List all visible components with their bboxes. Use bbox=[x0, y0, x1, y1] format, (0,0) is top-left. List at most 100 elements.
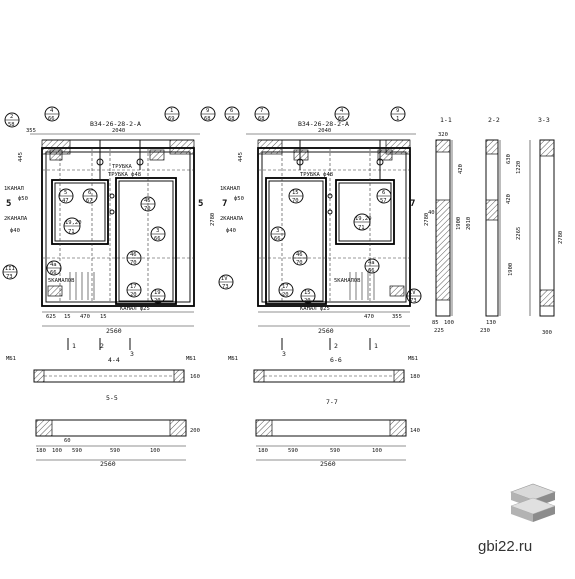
dim-1220: 1220 bbox=[516, 161, 522, 174]
svg-text:66: 66 bbox=[154, 236, 161, 242]
svg-text:20: 20 bbox=[304, 298, 311, 304]
dim-180-c: 180 bbox=[258, 448, 268, 454]
dim-320: 320 bbox=[438, 132, 448, 138]
svg-text:19,20: 19,20 bbox=[355, 216, 372, 222]
dim-590-b: 590 bbox=[110, 448, 120, 454]
section-marker-5-right: 5 bbox=[198, 199, 203, 209]
svg-text:IV: IV bbox=[409, 290, 416, 296]
dim-140: 140 bbox=[410, 428, 420, 434]
dim-180-b: 180 bbox=[36, 448, 46, 454]
svg-text:III: III bbox=[5, 266, 15, 272]
callout-c2: 466 bbox=[44, 106, 60, 122]
dim-2040-left: 2040 bbox=[112, 128, 125, 134]
label-canal-5-right: 5КАНАЛОВ bbox=[334, 278, 361, 284]
section-title-4-4: 4-4 bbox=[108, 356, 120, 364]
svg-text:4: 4 bbox=[50, 108, 54, 114]
callout-c24: 19,20 71 bbox=[63, 217, 82, 235]
svg-text:6: 6 bbox=[88, 190, 91, 196]
svg-text:19: 19 bbox=[154, 290, 161, 296]
callout-c4: 968 bbox=[200, 106, 216, 122]
svg-text:45: 45 bbox=[144, 198, 151, 204]
label-canal-l1: 1КАНАЛ bbox=[4, 186, 24, 192]
svg-text:6: 6 bbox=[382, 190, 385, 196]
dim-2560-d: 2560 bbox=[320, 460, 336, 468]
dim-2040-right: 2040 bbox=[318, 128, 331, 134]
callout-c10: 667 bbox=[82, 188, 98, 204]
svg-text:69: 69 bbox=[168, 116, 175, 122]
label-mb1-b: МБ1 bbox=[186, 356, 196, 362]
label-tube-l1: ТРУБКА bbox=[112, 164, 133, 170]
dim-445-right: 445 bbox=[238, 152, 244, 162]
dim-100-d: 100 bbox=[372, 448, 382, 454]
dim-130: 130 bbox=[486, 320, 496, 326]
section-7-7-plan: 180 590 590 100 2560 140 bbox=[255, 419, 420, 468]
svg-text:IV: IV bbox=[221, 276, 228, 282]
dim-1900: 1900 bbox=[456, 217, 462, 230]
label-tube-right: ТРУБКА ф48 bbox=[300, 172, 333, 178]
callouts: 258 466 169 968 668 768 466 91 547 667 4… bbox=[2, 106, 422, 304]
svg-text:66: 66 bbox=[274, 236, 281, 242]
svg-text:73: 73 bbox=[410, 298, 417, 304]
svg-text:15: 15 bbox=[304, 290, 311, 296]
svg-text:71: 71 bbox=[68, 229, 75, 235]
label-canal-r1: 1КАНАЛ bbox=[220, 186, 240, 192]
dim-590-d: 590 bbox=[330, 448, 340, 454]
section-marker-2-right: 2 bbox=[334, 342, 338, 350]
label-mb1-a: МБ1 bbox=[6, 356, 16, 362]
svg-text:68: 68 bbox=[228, 116, 235, 122]
dim-2560-left: 2560 bbox=[106, 327, 122, 335]
callout-c29: IV 73 bbox=[406, 288, 422, 304]
dim-100-a: 100 bbox=[444, 320, 454, 326]
site-logo-icon bbox=[510, 483, 556, 522]
callout-c19: 366 bbox=[270, 226, 286, 242]
callout-c12: 366 bbox=[150, 226, 166, 242]
dim-420-b: 420 bbox=[506, 194, 512, 204]
label-canal-bottom-left: КАНАЛ ф25 bbox=[120, 306, 150, 312]
dim-100-b: 100 bbox=[52, 448, 62, 454]
section-3-3-profile: 2265 2780 300 1220 bbox=[516, 139, 564, 336]
svg-text:3: 3 bbox=[156, 228, 159, 234]
callout-c1: 258 bbox=[4, 112, 20, 128]
dim-420: 420 bbox=[458, 164, 464, 174]
svg-text:46: 46 bbox=[130, 252, 137, 258]
dim-230: 230 bbox=[480, 328, 490, 334]
svg-text:19,20: 19,20 bbox=[65, 220, 82, 226]
svg-text:71: 71 bbox=[358, 225, 365, 231]
dim-590-a: 590 bbox=[72, 448, 82, 454]
dim-355-left: 355 bbox=[26, 128, 36, 134]
svg-text:70: 70 bbox=[292, 198, 299, 204]
dim-2780-section: 2780 bbox=[558, 231, 564, 244]
right-panel-elevation bbox=[257, 139, 411, 307]
dim-2560-c: 2560 bbox=[100, 460, 116, 468]
svg-text:46: 46 bbox=[296, 252, 303, 258]
svg-text:70: 70 bbox=[296, 260, 303, 266]
svg-text:67: 67 bbox=[86, 198, 93, 204]
dim-60: 60 bbox=[64, 438, 71, 444]
svg-text:20: 20 bbox=[154, 298, 161, 304]
section-marker-5-left: 5 bbox=[6, 199, 11, 209]
dim-200: 200 bbox=[190, 428, 200, 434]
callout-c26: 657 bbox=[376, 188, 392, 204]
dim-2010: 2010 bbox=[466, 217, 472, 230]
dim-2560-right: 2560 bbox=[318, 327, 334, 335]
label-tube-l2: ТРУБКА ф48 bbox=[108, 172, 141, 178]
dim-160: 160 bbox=[190, 374, 200, 380]
section-title-3-3: 3-3 bbox=[538, 116, 550, 124]
dim-625: 625 bbox=[46, 314, 56, 320]
label-canal-r2-dia: ф40 bbox=[226, 228, 236, 234]
svg-text:3: 3 bbox=[276, 228, 279, 234]
svg-text:9: 9 bbox=[396, 108, 399, 114]
section-2-2-profile: 630 420 1900 130 230 bbox=[480, 139, 514, 334]
dim-355-right: 355 bbox=[392, 314, 402, 320]
channel-row-left bbox=[69, 272, 95, 300]
label-canal-r2: 2КАНАЛА bbox=[220, 216, 244, 222]
svg-text:66: 66 bbox=[48, 116, 55, 122]
label-canal-5-left: 5КАНАЛОВ bbox=[48, 278, 75, 284]
